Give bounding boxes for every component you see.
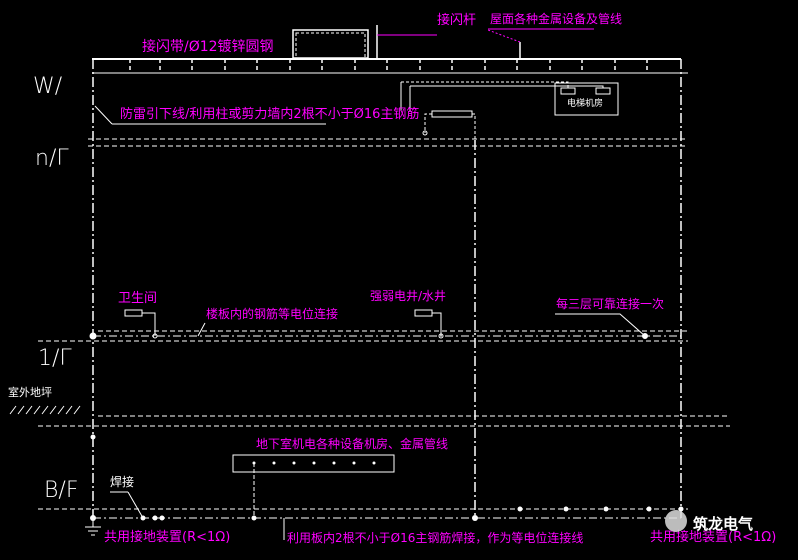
toilet-label: 卫生间 [118,291,158,306]
shaft-label: 强弱电井/水井 [370,289,447,303]
weld-label: 焊接 [110,475,135,489]
roof-structure [292,29,369,59]
basement-equipment-label: 地下室机电各种设备机房、金属管线 [256,437,449,451]
slab-rebar-label: 楼板内的钢筋等电位连接 [206,307,339,321]
roof-posts [129,59,648,73]
level-roof: W/ [33,74,63,99]
slab-bond-label: 利用板内2根不小于Ø16主钢筋焊接，作为等电位连接线 [287,531,584,545]
level-first: 1/Γ [38,346,72,371]
ground-symbol [85,518,101,536]
level-basement: B/F [44,478,79,503]
elevator-room-label: 电梯机房 [567,99,604,109]
roof-metal-label: 屋面各种金属设备及管线 [490,12,623,26]
watermark-logo-icon [665,510,687,532]
every-three-floors-label: 每三层可靠连接一次 [556,297,665,311]
bonding-bar [431,110,473,118]
level-n: n/Γ [35,146,69,171]
outdoor-grade-label: 室外地坪 [8,386,52,399]
grounding-right-label: 共用接地装置(R<1Ω) [650,530,777,545]
lightning-strip-label: 接闪带/Ø12镀锌圆钢 [142,39,274,55]
down-conductor-label: 防雷引下线/利用柱或剪力墙内2根不小于Ø16主钢筋 [120,107,420,122]
watermark: 筑龙电气 [693,515,754,533]
grounding-left-label: 共用接地装置(R<1Ω) [104,530,231,545]
air-terminal-label: 接闪杆 [437,13,477,28]
